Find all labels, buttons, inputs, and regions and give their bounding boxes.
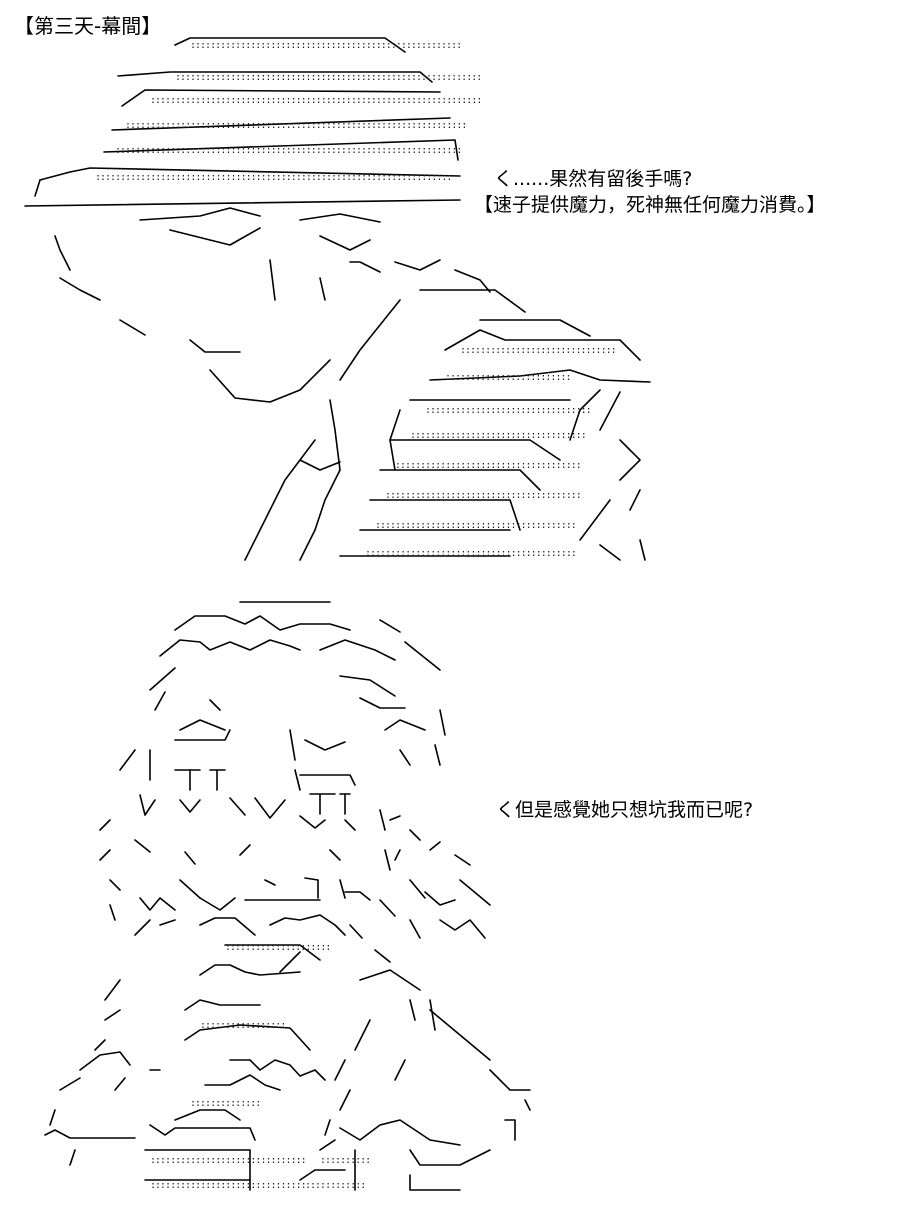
cloak-texture: ::::::::::::::::::::::::::::::: [460, 345, 617, 356]
panel-girl-figure: ::::::::::::::::::::: ::::::::::::::::: … [0, 580, 900, 1207]
hood-texture: ::::::::::::::::::::::::::::::::::::::::… [125, 120, 467, 131]
hand-texture: ::::::::::::::::: [200, 1020, 286, 1031]
body-texture: ::::::::::::::::::::::::::::::: [150, 1155, 307, 1166]
cloak-texture: ::::::::::::::::::::::::: [445, 372, 572, 383]
hood-texture: ::::::::::::::::::::::::::::::::::::::::… [150, 95, 482, 106]
panel-hooded-figure: ::::::::::::::::::::::::::::::::::::::::… [0, 0, 900, 580]
hand-texture: :::::::::::::: [190, 1098, 261, 1109]
cloak-texture: ::::::::::::::::::::::::::::::::::::::::… [365, 548, 577, 559]
cloak-texture: ::::::::::::::::::::::::::::::::::::: [395, 460, 582, 471]
cloak-texture: :::::::::::::::::::::::::::::::::::::::: [375, 520, 577, 531]
speech-line-doubt: く但是感覺她只想坑我而已呢? [496, 799, 754, 821]
chapter-title: 【第三天-幕間】 [14, 14, 162, 38]
narration-mana-note: 【速子提供魔力，死神無任何魔力消費。】 [474, 194, 826, 216]
body-texture: ::::::::::::::::::::::::::::::: [150, 1180, 307, 1191]
cloak-texture: ::::::::::::::::::::::::::::::::::::::: [385, 490, 582, 501]
hood-texture: ::::::::::::::::::::::::::::::::::::::::… [115, 145, 462, 156]
body-texture: :::::::::::: [305, 1180, 366, 1191]
girl-figure-art [44, 601, 531, 1191]
hand-texture: ::::::::::::::::::::: [225, 942, 331, 953]
speech-line-suspicion: く......果然有留後手嗎? [494, 168, 693, 190]
body-texture: :::::::::: [320, 1155, 371, 1166]
cloak-texture: ::::::::::::::::::::::::::::::::::: [410, 430, 587, 441]
hood-texture: ::::::::::::::::::::::::::::::::::::::::… [175, 72, 482, 83]
cloak-texture: ::::::::::::::::::::::::::::::::: [425, 405, 592, 416]
hooded-figure-art [24, 37, 651, 561]
hood-texture: ::::::::::::::::::::::::::::::::::::::::… [190, 40, 462, 51]
hood-texture: ::::::::::::::::::::::::::::::::::::::::… [95, 172, 452, 183]
